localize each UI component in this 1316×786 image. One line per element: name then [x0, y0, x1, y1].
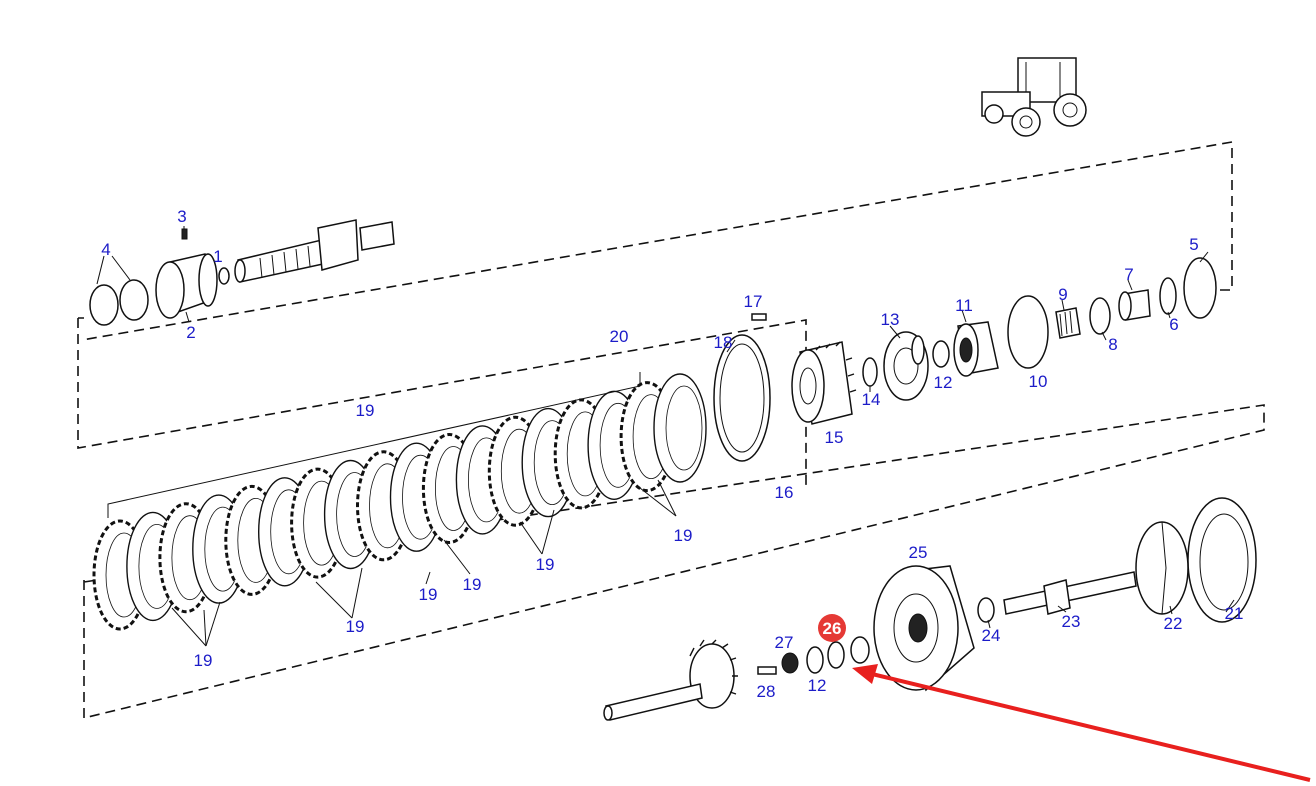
label-23: 23 [1062, 612, 1081, 631]
label-14: 14 [862, 390, 881, 409]
part-14-ring [862, 357, 878, 387]
part-12-ring-upper [932, 340, 950, 368]
label-19-b: 19 [674, 526, 693, 545]
part-11-bearing [953, 321, 999, 377]
part-26-ring [827, 641, 845, 669]
part-ring-right [850, 636, 870, 664]
label-4: 4 [101, 240, 110, 259]
part-6-ring [1159, 277, 1177, 315]
label-26[interactable]: 26 [823, 619, 842, 638]
label-22: 22 [1164, 614, 1183, 633]
label-6: 6 [1169, 315, 1178, 334]
input-shaft [234, 219, 395, 283]
label-19-d: 19 [463, 575, 482, 594]
part-15-gear-hub [791, 341, 857, 425]
label-18: 18 [714, 333, 733, 352]
leader-lines [171, 251, 1235, 647]
clutch-plate-stack [92, 372, 707, 631]
label-19-c: 19 [536, 555, 555, 574]
part-27-ring [781, 652, 799, 674]
tractor-icon [981, 57, 1087, 137]
label-8: 8 [1108, 335, 1117, 354]
part-22-disc [1135, 521, 1189, 615]
part-28-pin [757, 666, 777, 675]
part-23-shaft [1003, 571, 1137, 615]
part-21-cover [1187, 497, 1257, 623]
part-5-ring [1183, 257, 1217, 319]
label-19-g: 19 [194, 651, 213, 670]
label-28: 28 [757, 682, 776, 701]
part-13-hub [883, 331, 929, 401]
label-5: 5 [1189, 235, 1198, 254]
label-12-lower: 12 [808, 676, 827, 695]
lower-group-boundary [83, 404, 1265, 720]
part-18-disc [713, 334, 771, 462]
part-7-sleeve [1118, 289, 1151, 321]
label-9: 9 [1058, 285, 1067, 304]
label-16: 16 [775, 483, 794, 502]
label-27: 27 [775, 633, 794, 652]
highlight-marker-26[interactable]: 26 [818, 614, 846, 642]
label-24: 24 [982, 626, 1001, 645]
label-19-f: 19 [346, 617, 365, 636]
part-2-clutch-drum [155, 253, 218, 323]
label-15: 15 [825, 428, 844, 447]
label-12-upper: 12 [934, 373, 953, 392]
part-12-ring-lower [806, 646, 824, 674]
clutch-plate-inner [665, 385, 703, 471]
label-19-e: 19 [419, 585, 438, 604]
label-10: 10 [1029, 372, 1048, 391]
label-3: 3 [177, 207, 186, 226]
label-25: 25 [909, 543, 928, 562]
part-9-spring [1055, 307, 1081, 339]
part-3-pin [181, 228, 188, 240]
label-2: 2 [186, 323, 195, 342]
part-24-ring [977, 597, 995, 623]
clutch-plate [653, 373, 707, 483]
label-20: 20 [610, 327, 629, 346]
part-4-rings [89, 255, 149, 326]
label-13: 13 [881, 310, 900, 329]
part-17-pin [751, 313, 767, 321]
part-8-ring [1089, 297, 1111, 335]
label-11: 11 [955, 296, 973, 315]
output-shaft-gear [603, 639, 738, 721]
label-21: 21 [1225, 604, 1244, 623]
plate-stack-bracket [107, 372, 641, 518]
callout-labels: 1 2 3 4 5 6 7 8 9 10 11 12 12 13 14 15 1… [101, 207, 1243, 701]
part-1-ring [218, 267, 230, 285]
part-10-snap-ring [1007, 295, 1049, 369]
red-pointer-arrow [852, 664, 1311, 782]
label-1: 1 [213, 247, 222, 266]
label-7: 7 [1124, 265, 1133, 284]
label-17: 17 [744, 292, 763, 311]
label-19-a: 19 [356, 401, 375, 420]
part-25-clutch-drum [873, 565, 975, 692]
